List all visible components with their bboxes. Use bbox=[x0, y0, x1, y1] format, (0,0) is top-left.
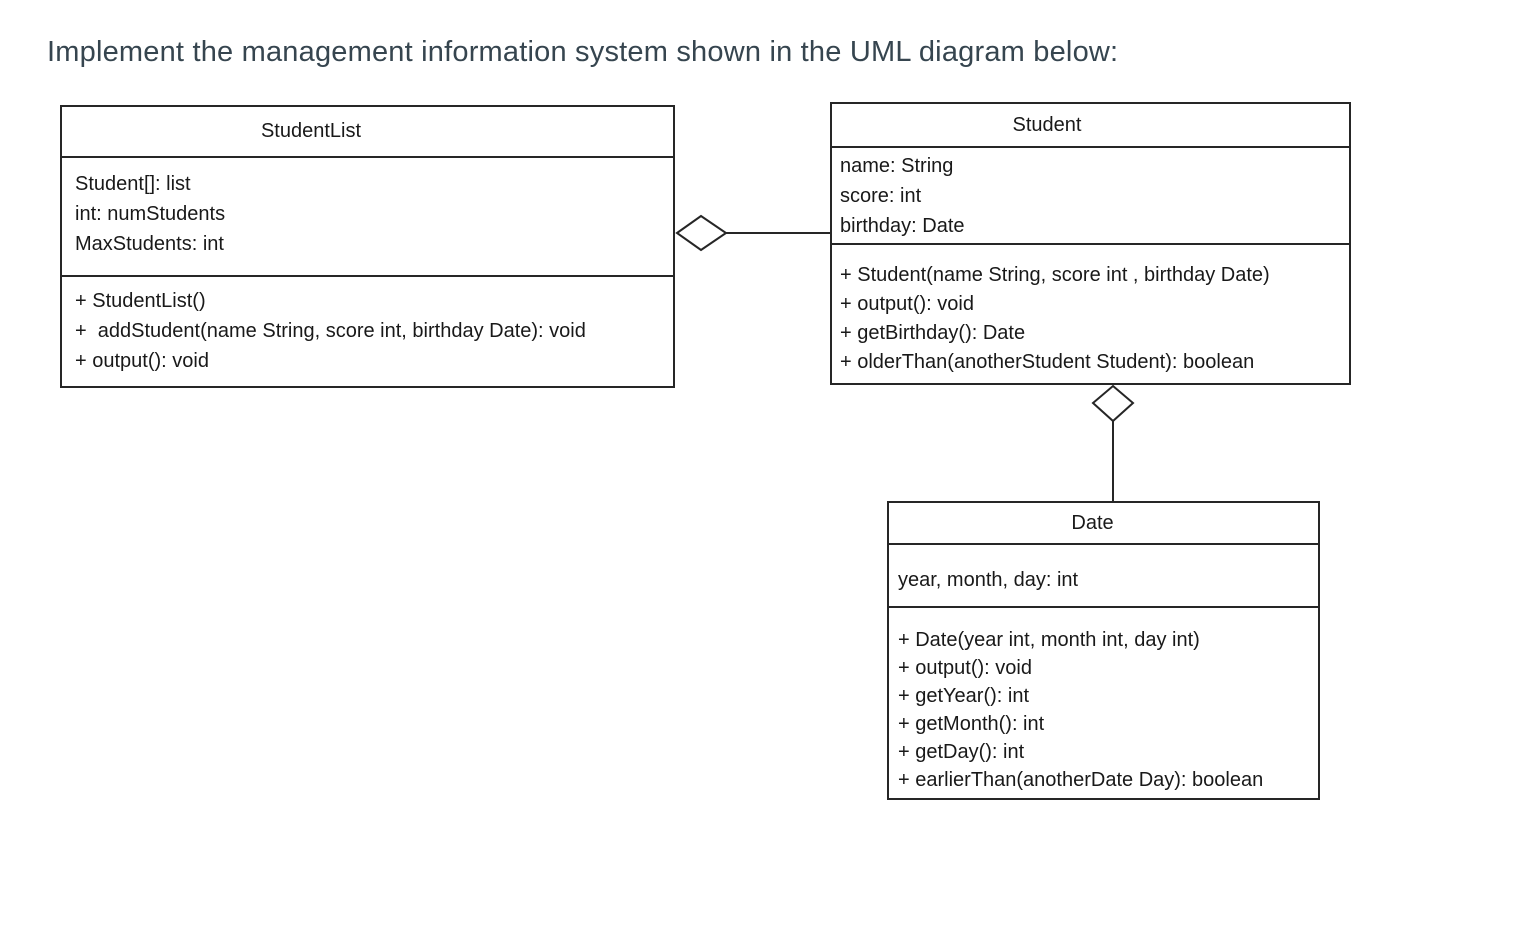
aggregation-diamond-studentlist bbox=[675, 214, 728, 252]
class-title: StudentList bbox=[62, 107, 673, 158]
method-line: + olderThan(anotherStudent Student): boo… bbox=[840, 351, 1255, 373]
attributes-section: name: String score: int birthday: Date bbox=[832, 148, 1349, 245]
methods-section: + Date(year int, month int, day int) + o… bbox=[889, 608, 1318, 798]
attribute-line: score: int bbox=[840, 185, 922, 207]
class-title: Date bbox=[889, 503, 1318, 545]
attribute-line: name: String bbox=[840, 155, 954, 177]
attribute-line: birthday: Date bbox=[840, 215, 965, 237]
aggregation-diamond-student bbox=[1091, 384, 1135, 423]
attribute-line: int: numStudents bbox=[75, 203, 226, 225]
method-line: + Date(year int, month int, day int) bbox=[898, 629, 1200, 651]
attributes-section: Student[]: list int: numStudents MaxStud… bbox=[62, 158, 673, 277]
method-line: + addStudent(name String, score int, bir… bbox=[75, 320, 586, 342]
method-line: + getBirthday(): Date bbox=[840, 322, 1026, 344]
method-line: + getMonth(): int bbox=[898, 713, 1045, 735]
attribute-line: Student[]: list bbox=[75, 173, 191, 195]
attribute-line: MaxStudents: int bbox=[75, 233, 224, 255]
method-line: + getYear(): int bbox=[898, 685, 1030, 707]
methods-section: + StudentList() + addStudent(name String… bbox=[62, 277, 673, 386]
uml-class-student: Student name: String score: int birthday… bbox=[830, 102, 1351, 385]
method-line: + output(): void bbox=[75, 350, 209, 372]
methods-section: + Student(name String, score int , birth… bbox=[832, 245, 1349, 383]
method-line: + StudentList() bbox=[75, 290, 206, 312]
page-title: Implement the management information sys… bbox=[47, 36, 1119, 68]
method-line: + earlierThan(anotherDate Day): boolean bbox=[898, 769, 1264, 791]
attribute-line: year, month, day: int bbox=[898, 569, 1079, 591]
method-line: + output(): void bbox=[898, 657, 1032, 679]
method-line: + output(): void bbox=[840, 293, 974, 315]
method-line: + Student(name String, score int , birth… bbox=[840, 264, 1270, 286]
class-title: Student bbox=[832, 104, 1349, 148]
method-line: + getDay(): int bbox=[898, 741, 1025, 763]
attributes-section: year, month, day: int bbox=[889, 545, 1318, 608]
uml-class-studentlist: StudentList Student[]: list int: numStud… bbox=[60, 105, 675, 388]
uml-class-date: Date year, month, day: int + Date(year i… bbox=[887, 501, 1320, 800]
